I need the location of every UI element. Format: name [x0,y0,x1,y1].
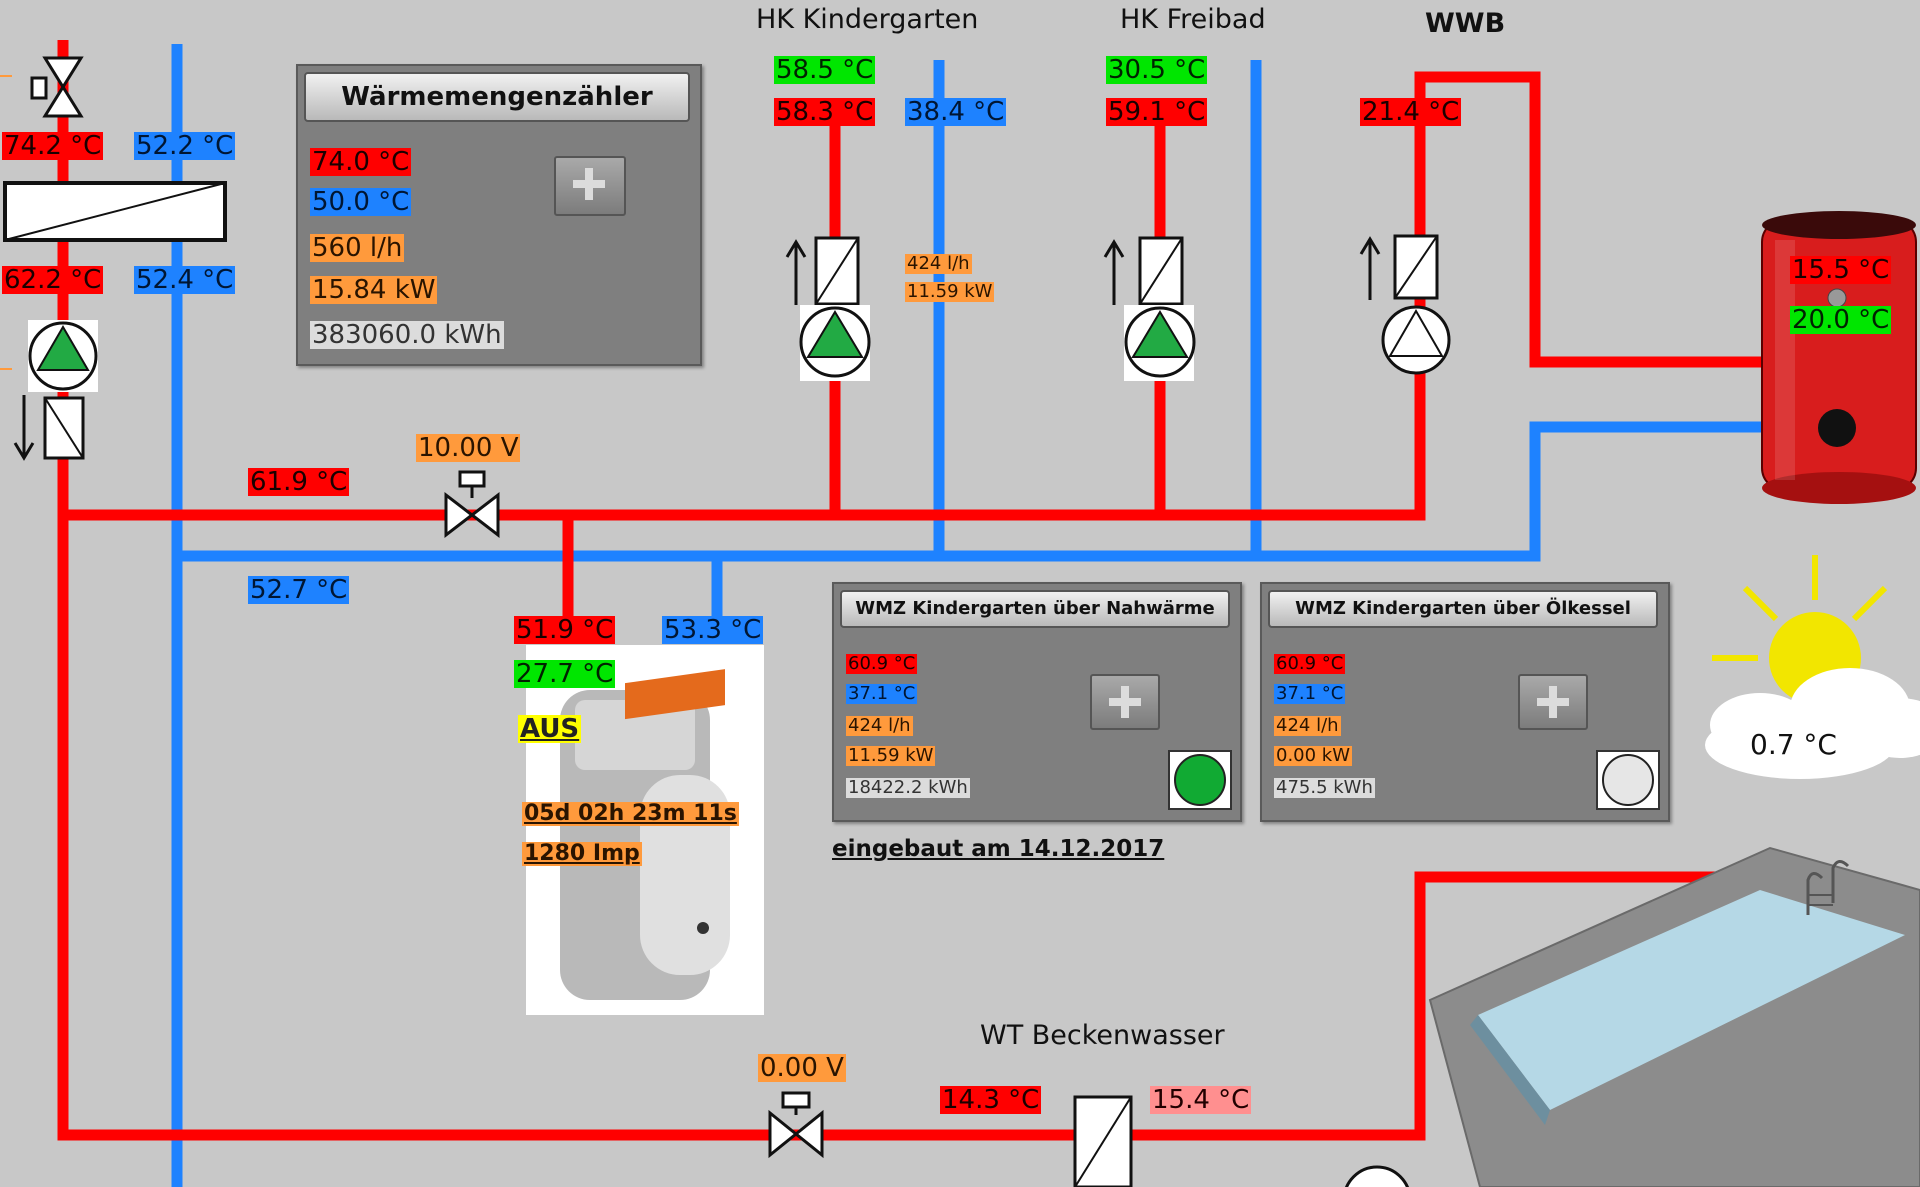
wmz-nahwaerme-flow: 424 l/h [846,715,913,736]
hk-freibad-pump[interactable] [1124,305,1196,381]
wmz-nahwaerme-energy: 18422.2 kWh [846,777,970,798]
boiler-return-temp: 53.3 °C [662,615,764,645]
hk-freibad-title: HK Freibad [1120,4,1266,35]
hk-kindergarten-return-temp: 38.4 °C [905,97,1007,127]
heat-meter-power: 15.84 kW [310,275,438,305]
install-date-link[interactable]: eingebaut am 14.12.2017 [832,836,1165,862]
left-return-top-temp: 52.2 °C [134,131,236,161]
wmz-oelkessel-expand-button[interactable] [1518,674,1588,730]
hot-water-tank [1761,211,1917,504]
hk-kindergarten-flow-meter [785,236,860,306]
heat-meter-title: Wärmemengenzähler [304,72,690,122]
wmz-oelkessel-flow: 424 l/h [1274,715,1341,736]
hk-freibad-supply-top-temp: 30.5 °C [1106,55,1208,85]
wwb-title: WWB [1425,8,1506,39]
hk-kindergarten-power: 11.59 kW [905,281,995,302]
hk-freibad-flow-meter [1103,236,1184,306]
boiler-status: AUS [518,714,582,744]
hk-kindergarten-flow: 424 l/h [905,253,972,274]
hk-kindergarten-title: HK Kindergarten [756,4,979,35]
header-supply-temp: 61.9 °C [248,467,350,497]
wt-beckenwasser-title: WT Beckenwasser [980,1020,1225,1051]
wmz-nahwaerme-title: WMZ Kindergarten über Nahwärme [840,590,1230,628]
hk-kindergarten-supply-top-temp: 58.5 °C [774,55,876,85]
tank-bottom-temp: 20.0 °C [1790,305,1892,335]
wmz-nahwaerme-status-indicator [1168,750,1232,810]
wwb-pump[interactable] [1381,305,1451,375]
wmz-oelkessel-status-indicator [1596,750,1660,810]
pool-secondary-temp: 15.4 °C [1150,1085,1252,1115]
heat-meter-panel: Wärmemengenzähler 74.0 °C 50.0 °C 560 l/… [296,64,702,366]
header-return-temp: 52.7 °C [248,575,350,605]
left-return-mid-temp: 52.4 °C [134,265,236,295]
heat-meter-energy: 383060.0 kWh [310,320,504,350]
wwb-flow-meter [1359,234,1439,300]
heat-meter-return-temp: 50.0 °C [310,187,412,217]
heat-meter-flow: 560 l/h [310,233,405,263]
outdoor-temp: 0.7 °C [1750,728,1837,761]
hk-freibad-supply-temp: 59.1 °C [1106,97,1208,127]
tank-top-temp: 15.5 °C [1790,255,1892,285]
left-pump[interactable] [28,320,98,392]
left-mixing-valve[interactable] [30,56,84,118]
wwb-supply-temp: 21.4 °C [1360,97,1462,127]
boiler-temp: 27.7 °C [514,659,616,689]
pool-mixing-valve[interactable] [768,1091,824,1159]
left-flow-meter [13,395,85,461]
pool-pump[interactable] [1344,1165,1410,1187]
wmz-nahwaerme-panel: WMZ Kindergarten über Nahwärme 60.9 °C 3… [832,582,1242,822]
left-valve-voltage-stub [0,75,12,77]
boiler-runtime: 05d 02h 23m 11s [522,801,739,826]
wmz-oelkessel-panel: WMZ Kindergarten über Ölkessel 60.9 °C 3… [1260,582,1670,822]
boiler-supply-temp: 51.9 °C [514,615,616,645]
header-valve-voltage: 10.00 V [416,433,521,463]
heat-meter-supply-temp: 74.0 °C [310,147,412,177]
pool-heat-exchanger [1073,1095,1133,1187]
wmz-oelkessel-power: 0.00 kW [1274,745,1353,766]
weather-cloud-icon [1705,668,1920,779]
left-heat-exchanger [3,181,227,242]
hk-kindergarten-supply-temp: 58.3 °C [774,97,876,127]
boiler-impulses: 1280 Imp [522,841,642,866]
pool-valve-voltage: 0.00 V [758,1053,846,1083]
left-supply-mid-temp: 62.2 °C [2,265,104,295]
left-flow-stub [0,368,12,370]
wmz-oelkessel-energy: 475.5 kWh [1274,777,1375,798]
wmz-oelkessel-return-temp: 37.1 °C [1274,683,1346,704]
pool-primary-temp: 14.3 °C [940,1085,1042,1115]
oil-boiler [526,645,764,1015]
wmz-nahwaerme-power: 11.59 kW [846,745,936,766]
left-supply-top-temp: 74.2 °C [2,131,104,161]
heat-meter-expand-button[interactable] [554,156,626,216]
wmz-nahwaerme-supply-temp: 60.9 °C [846,653,918,674]
wmz-nahwaerme-return-temp: 37.1 °C [846,683,918,704]
hk-kindergarten-pump[interactable] [799,305,871,381]
wmz-oelkessel-title: WMZ Kindergarten über Ölkessel [1268,590,1658,628]
wmz-nahwaerme-expand-button[interactable] [1090,674,1160,730]
swimming-pool [1428,846,1920,1187]
wmz-oelkessel-supply-temp: 60.9 °C [1274,653,1346,674]
header-mixing-valve[interactable] [444,470,500,539]
